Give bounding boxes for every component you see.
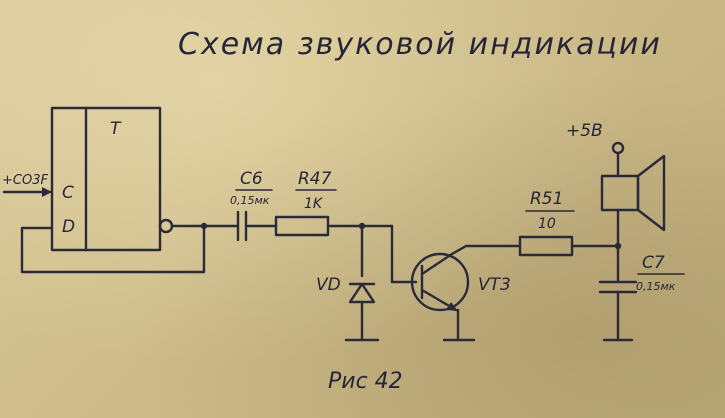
trigger-input-c-label: C	[62, 183, 74, 203]
capacitor-c7: C7 0,15мк	[598, 244, 685, 342]
vt3-ref-label: VT3	[478, 275, 511, 295]
resistor-r51: R51 10	[518, 189, 622, 257]
transistor-vt3: VT3	[390, 224, 522, 342]
c7-ref-label: C7	[642, 253, 665, 273]
trigger-input-d-label: D	[62, 217, 75, 237]
capacitor-c6: C6 0,15мк	[202, 169, 278, 242]
r51-value-label: 10	[538, 216, 556, 232]
r47-body	[274, 215, 330, 237]
input-c-signal: +CO3F	[2, 173, 52, 197]
trigger-type-label: T	[110, 119, 122, 139]
speaker-assembly: +5B	[566, 121, 666, 248]
collector-lead	[420, 252, 454, 276]
supply-terminal	[611, 141, 625, 155]
emitter-arrow	[446, 302, 458, 311]
r47-value-label: 1K	[304, 196, 324, 212]
feedback-loop-wire	[20, 224, 206, 274]
r47-ref-label: R47	[298, 169, 332, 189]
figure-caption: Рис 42	[328, 369, 403, 394]
diode-triangle	[348, 282, 376, 304]
resistor-r47: R47 1K	[274, 169, 394, 237]
input-c-arrow	[42, 187, 52, 197]
diagram-title: Схема звуковой индикации	[178, 27, 662, 62]
speaker-magnet	[600, 174, 640, 212]
trigger-inverted-output	[158, 218, 174, 234]
transistor-body	[410, 252, 470, 312]
trigger-block: T C D	[50, 106, 174, 252]
c6-value-label: 0,15мк	[230, 194, 270, 207]
collector-wire	[450, 244, 522, 256]
r51-ref-label: R51	[530, 189, 563, 209]
vd-ref-label: VD	[316, 275, 341, 295]
trigger-outline	[50, 106, 162, 252]
r51-body	[518, 235, 574, 257]
speaker-cone	[636, 154, 666, 232]
diode-vd: VD	[316, 224, 380, 342]
c7-value-label: 0,15мк	[636, 280, 676, 293]
c6-ref-label: C6	[240, 169, 263, 189]
input-signal-label: +CO3F	[2, 173, 48, 188]
supply-label: +5B	[566, 121, 603, 141]
feedback-wire	[20, 222, 208, 274]
